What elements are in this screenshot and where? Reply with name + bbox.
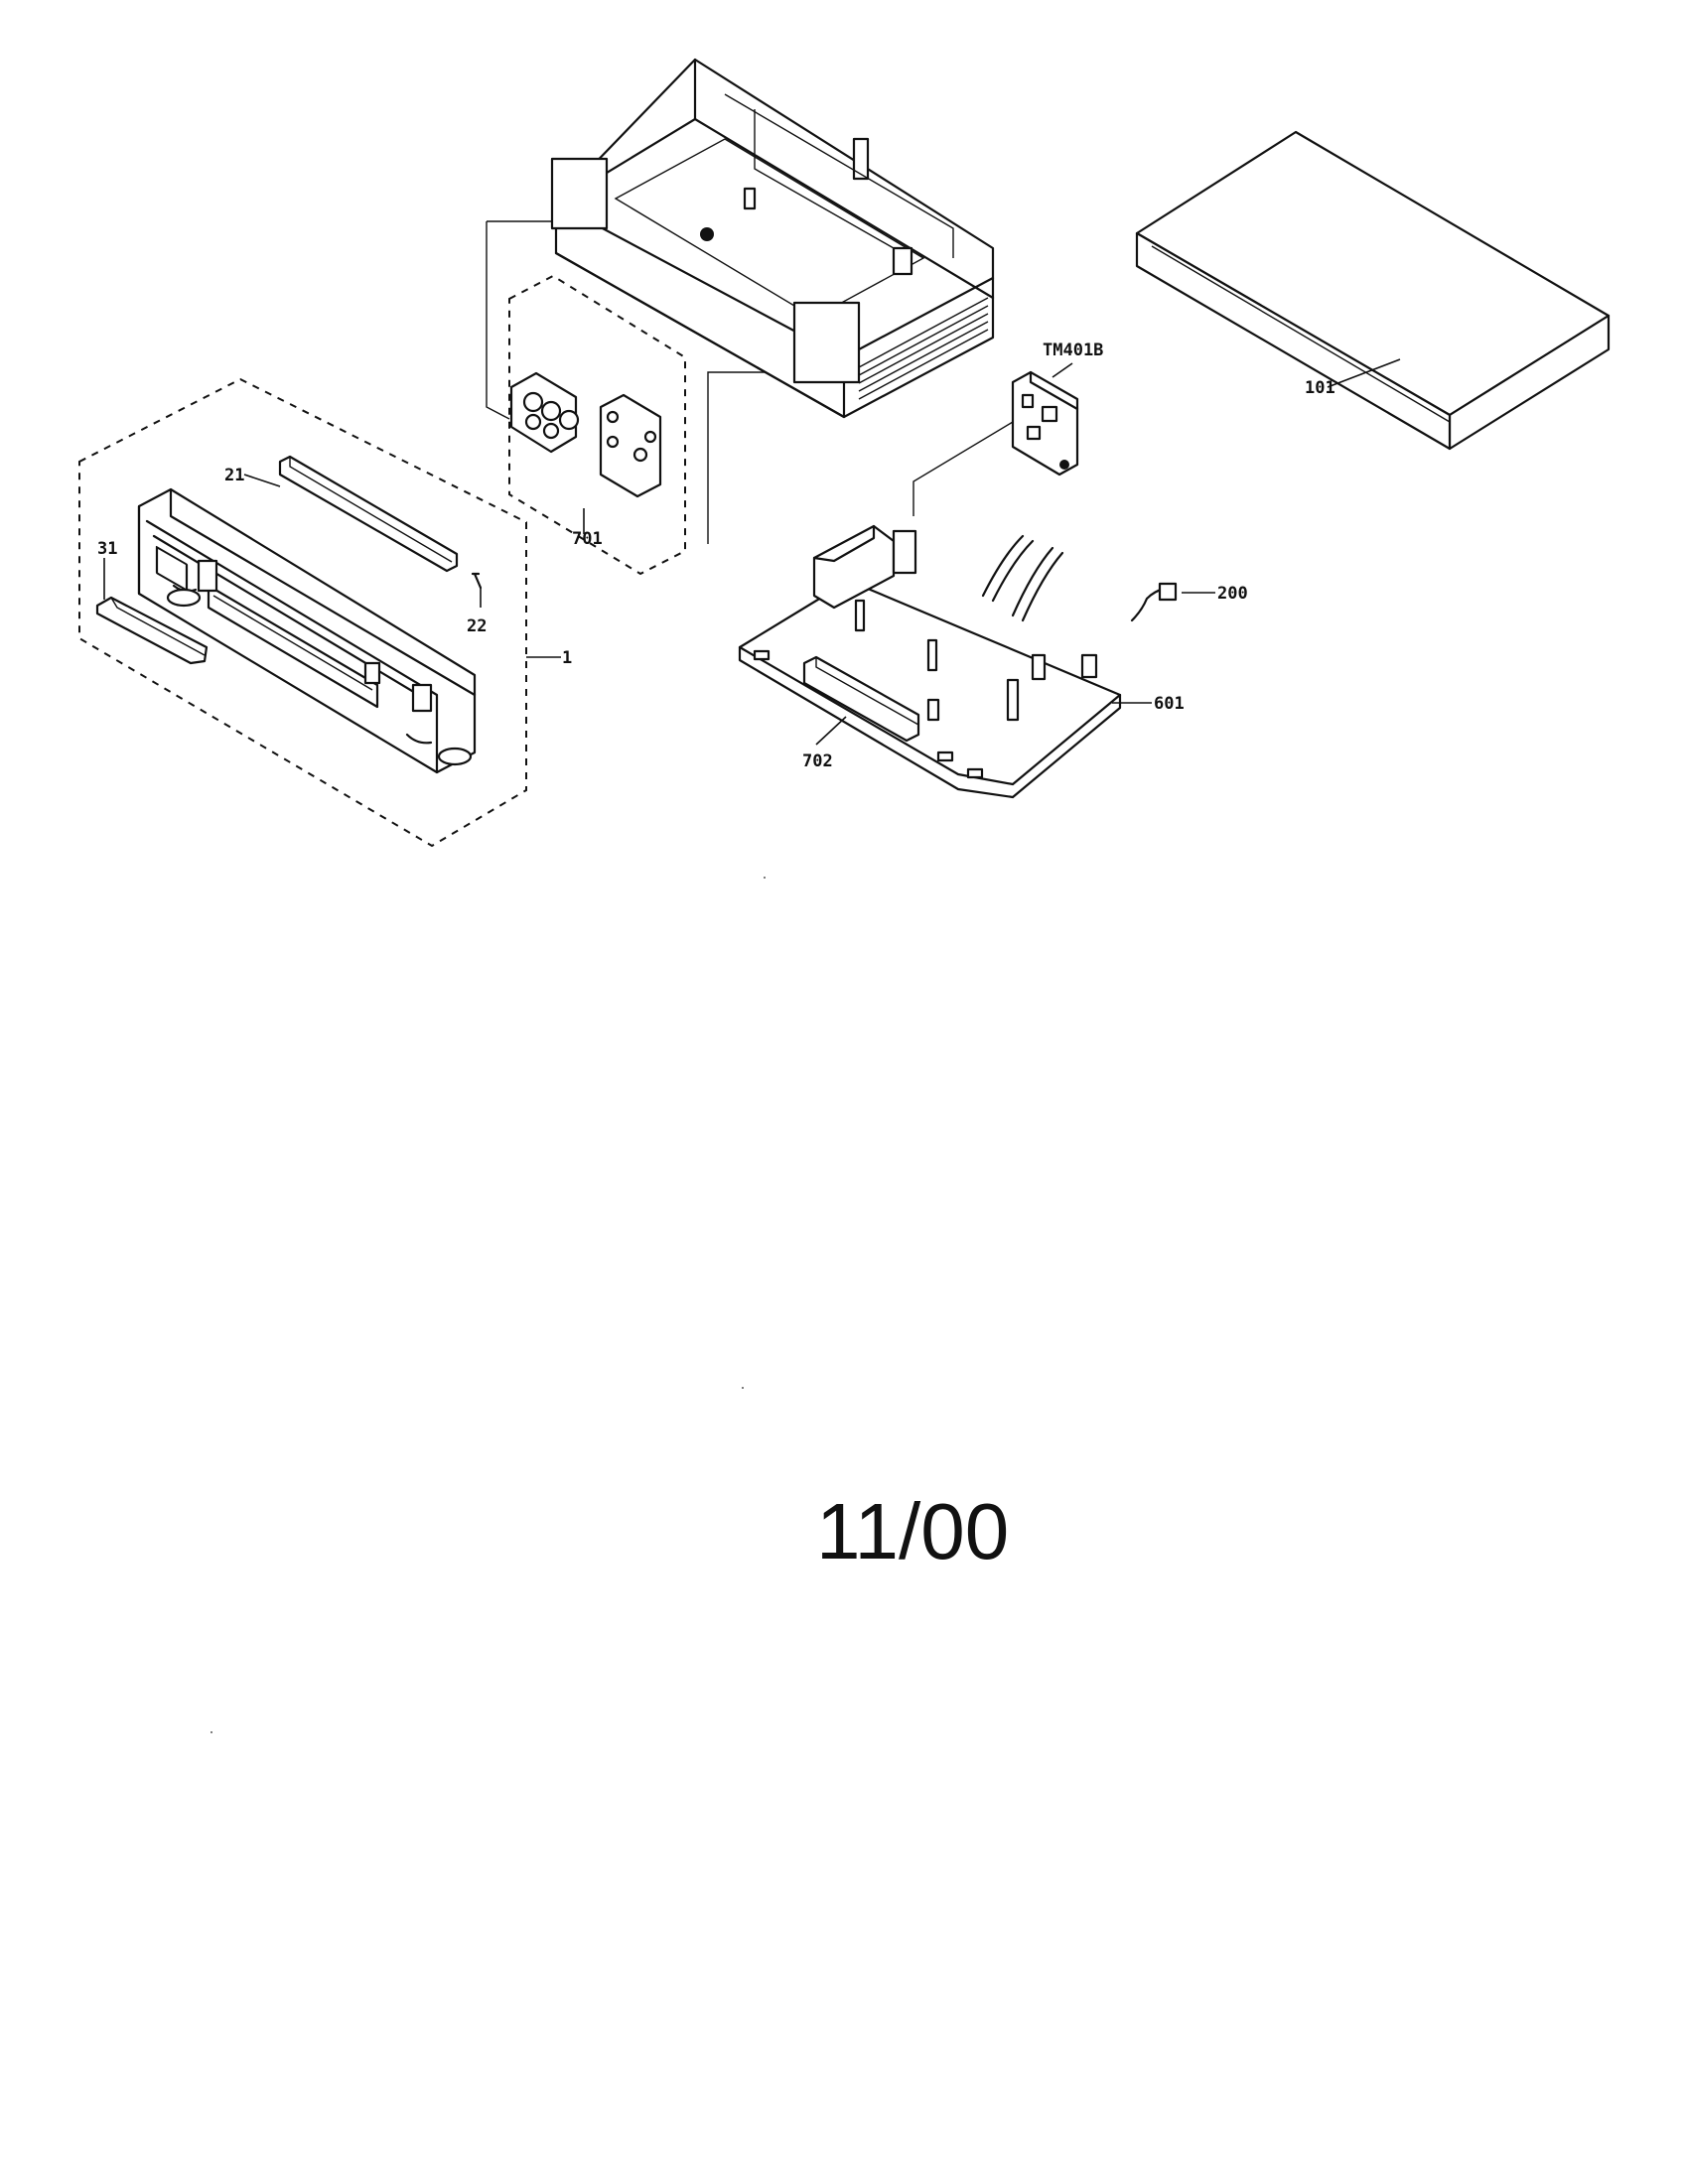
callout-labels: 21 22 31 1 701 702 101 TM401B 200 601	[97, 341, 1335, 771]
main-pcb	[738, 524, 1122, 799]
jack-board-group	[486, 220, 765, 576]
callout-1: 1	[562, 648, 572, 668]
front-panel-group-outline	[78, 377, 527, 848]
callout-702: 702	[802, 751, 833, 771]
leader-lines	[103, 358, 1401, 746]
callout-tm401b: TM401B	[1043, 341, 1103, 360]
tuner-module	[912, 370, 1079, 516]
screw-part-22	[471, 572, 483, 590]
revision-date: 11/00	[816, 1487, 1009, 1575]
callout-200: 200	[1217, 584, 1248, 604]
top-cover	[1135, 130, 1611, 451]
power-cord	[1130, 582, 1178, 622]
front-panel-assembly	[78, 377, 527, 848]
main-chassis	[550, 58, 995, 419]
callout-22: 22	[467, 616, 487, 636]
callout-601: 601	[1154, 694, 1185, 714]
callout-31: 31	[97, 539, 117, 559]
callout-701: 701	[572, 529, 603, 549]
callout-21: 21	[224, 466, 244, 485]
jack-board-group-outline	[508, 274, 686, 576]
callout-101: 101	[1305, 378, 1335, 398]
